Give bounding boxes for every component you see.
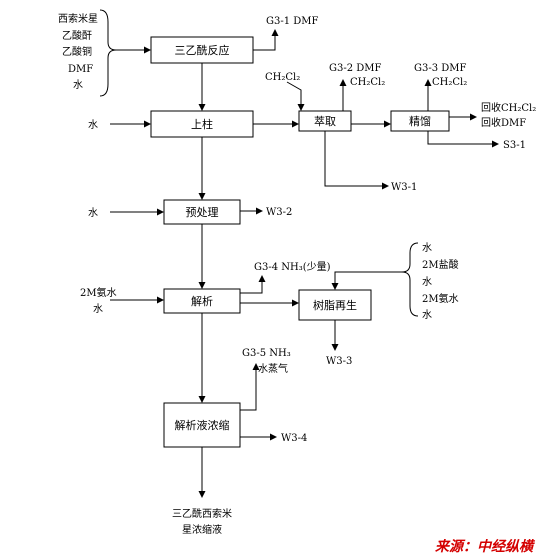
input-sisomicin: 西索米星 (58, 12, 98, 25)
emission-g3-1: G3-1 DMF (266, 16, 319, 27)
input-ch2cl2: CH₂Cl₂ (265, 72, 300, 83)
box-concentration-label: 解析液浓缩 (175, 418, 230, 432)
box-pretreatment-label: 预处理 (186, 206, 219, 219)
product-label-line2: 星浓缩液 (182, 523, 222, 536)
emission-g3-4: G3-4 NH₃(少量) (254, 261, 331, 273)
flow-g3-1 (253, 29, 279, 51)
input-water-pretreatment: 水 (88, 207, 98, 219)
box-pretreatment (163, 199, 241, 225)
input-water-loading: 水 (88, 119, 98, 131)
input-regen-water-1: 水 (422, 242, 432, 254)
flow-s3-1 (427, 131, 499, 148)
emission-g3-2-dmf: G3-2 DMF (329, 63, 382, 74)
emission-w3-1: W3-1 (391, 182, 417, 193)
box-acetylation-label: 三乙酰反应 (175, 43, 230, 57)
box-resin-regen (298, 289, 372, 321)
box-extraction-label: 萃取 (314, 115, 336, 128)
box-column-loading (150, 110, 254, 138)
flow-ch2cl2-to-extraction (286, 81, 305, 111)
input-copper-acetate: 乙酸铜 (62, 45, 92, 58)
box-resolution-label: 解析 (191, 294, 213, 308)
source-label: 来源：中经纵横 (435, 538, 536, 555)
input-dmf: DMF (68, 64, 93, 75)
emission-g3-2-ch2cl2: CH₂Cl₂ (350, 77, 385, 88)
regen-brace (401, 242, 419, 317)
input-regen-hcl: 2M盐酸 (422, 258, 459, 271)
emission-w3-2: W3-2 (266, 207, 292, 218)
flow-g3-5 (240, 363, 260, 411)
input-regen-ammonia: 2M氨水 (422, 292, 459, 305)
flow-regen-inputs (331, 271, 402, 290)
input-regen-water-2: 水 (422, 276, 432, 288)
output-recover-dmf: 回收DMF (481, 116, 526, 129)
emission-g3-5-nh3: G3-5 NH₃ (242, 348, 291, 359)
emission-g3-5-steam: 水蒸气 (258, 362, 288, 375)
input-acetic-anhydride: 乙酸酐 (62, 29, 92, 42)
raw-material-inputs: 西索米星 乙酸酐 乙酸铜 DMF 水 (58, 12, 98, 91)
flow-w3-1 (324, 131, 389, 190)
input-ammonia-resolution: 2M氨水 (80, 286, 117, 299)
emission-s3-1: S3-1 (503, 140, 526, 151)
emission-w3-3: W3-3 (326, 356, 352, 367)
box-rectification (390, 110, 450, 132)
input-regen-water-3: 水 (422, 309, 432, 321)
emission-g3-3-ch2cl2: CH₂Cl₂ (432, 77, 467, 88)
emission-g3-3-dmf: G3-3 DMF (414, 63, 467, 74)
output-recover-ch2cl2: 回收CH₂Cl₂ (481, 101, 536, 114)
product-label-line1: 三乙酰西索米 (172, 507, 232, 520)
box-rectification-label: 精馏 (409, 114, 431, 128)
box-resolution (163, 288, 241, 314)
raw-material-brace (99, 9, 117, 97)
box-column-loading-label: 上柱 (191, 117, 213, 131)
flow-g3-4 (240, 275, 266, 294)
input-water: 水 (73, 79, 83, 91)
box-resin-regen-label: 树脂再生 (313, 298, 357, 312)
box-concentration (163, 402, 241, 448)
input-water-resolution: 水 (93, 303, 103, 315)
emission-w3-4: W3-4 (281, 433, 307, 444)
